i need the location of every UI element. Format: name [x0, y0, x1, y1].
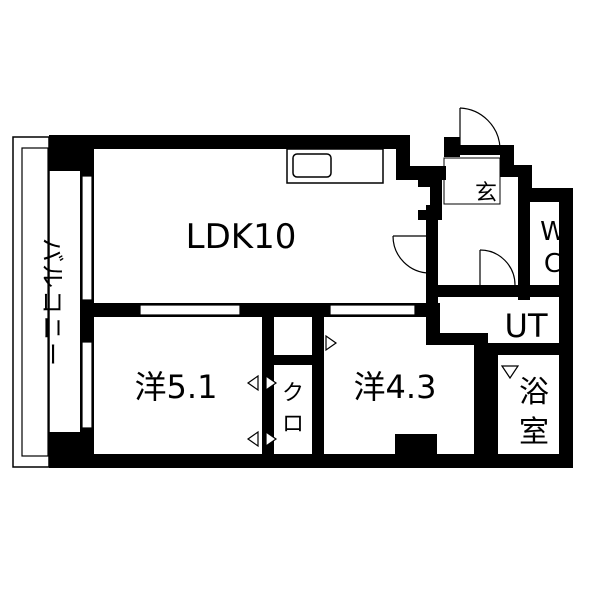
label-ldk: LDK10 [186, 217, 297, 257]
closet-left-marker-1 [246, 374, 259, 392]
kitchen-counter [286, 148, 384, 184]
label-balcony-5: ー [38, 342, 66, 366]
room-labels: LDK10 洋5.1 洋4.3 ク ロ 玄 W C UT 浴 室 バ ル コ ニ… [38, 181, 566, 450]
sliding-door-markers [246, 334, 520, 448]
label-closet-bottom: ロ [282, 412, 304, 437]
label-balcony-3: コ [38, 290, 66, 314]
entrance-door-arc [459, 107, 501, 149]
balcony [12, 136, 50, 468]
closet-upper-marker [325, 334, 338, 352]
windows [81, 175, 416, 429]
label-balcony-2: ル [38, 264, 66, 288]
label-bath-bottom: 室 [519, 415, 549, 450]
balcony-outer-rail [12, 136, 50, 468]
entrance-step [443, 157, 501, 205]
closet-left-marker-2 [246, 430, 259, 448]
ldk-door-arc [392, 235, 431, 274]
label-balcony-1: バ [38, 238, 66, 262]
label-closet-top: ク [282, 381, 304, 406]
label-western-b: 洋4.3 [354, 368, 437, 406]
closet-right-marker-2 [265, 430, 278, 448]
label-wc-top: W [540, 217, 566, 247]
label-entrance: 玄 [475, 181, 497, 206]
label-bath-top: 浴 [519, 375, 549, 410]
label-balcony-4: ニ [38, 316, 66, 340]
bath-door-marker [500, 365, 520, 380]
closet-right-marker-1 [265, 374, 278, 392]
balcony-inner-rail [21, 147, 49, 457]
kitchen-sink [292, 153, 332, 178]
interior-walls [80, 177, 573, 468]
doors [392, 107, 516, 286]
label-utility: UT [505, 307, 548, 345]
kitchen-counter-outline [286, 148, 384, 184]
label-western-a: 洋5.1 [135, 368, 218, 406]
label-wc-bottom: C [544, 249, 562, 279]
ut-door-arc [479, 249, 516, 286]
